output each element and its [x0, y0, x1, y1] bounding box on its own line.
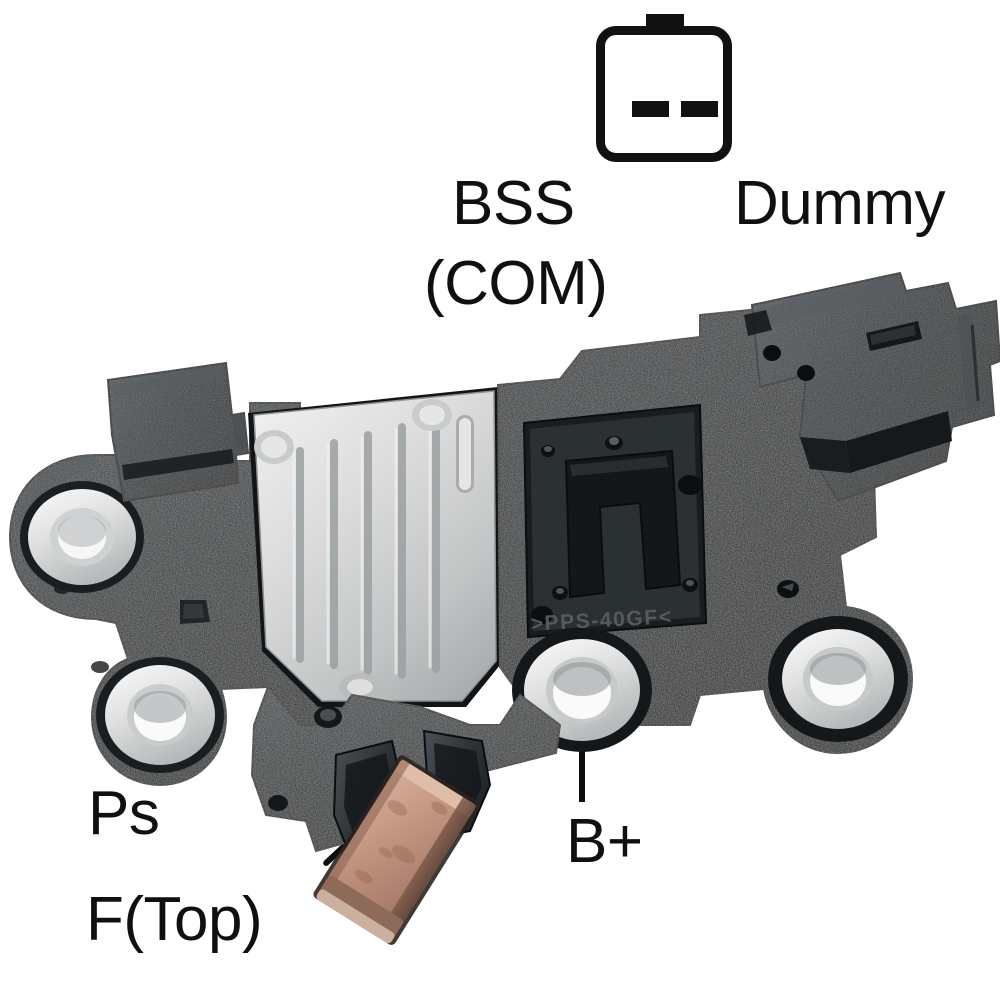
label-f-top: F(Top)	[86, 885, 263, 954]
label-dummy: Dummy	[734, 169, 946, 238]
right-connector-housing	[744, 271, 1000, 503]
label-b-plus: B+	[566, 807, 643, 876]
label-com: (COM)	[424, 249, 608, 318]
left-mounting-hole-lower	[96, 657, 224, 773]
connector-outline-icon	[596, 26, 732, 162]
connector-slot-bss	[632, 101, 669, 117]
connector-slot-dummy	[681, 101, 718, 117]
carbon-brush	[313, 755, 481, 945]
heatsink	[248, 387, 500, 707]
two-slot-connector-icon	[596, 14, 732, 162]
left-connector-stub	[106, 361, 250, 503]
voltage-regulator-photo: >PPS-40GF<	[0, 255, 1000, 975]
right-mounting-hole	[768, 616, 908, 742]
label-ps: Ps	[88, 779, 160, 848]
left-mounting-hole-upper	[20, 481, 144, 593]
label-bss: BSS	[452, 169, 575, 238]
